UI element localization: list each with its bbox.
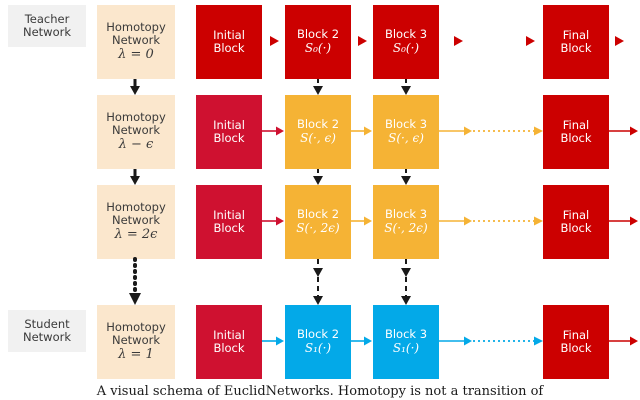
row3-block-3-label: Block 3 [384, 207, 428, 222]
row1-final-block[interactable]: Final Block [543, 5, 609, 79]
row1-final-line2: Block [560, 41, 592, 55]
row1-block-2-fn: S₀(·) [304, 41, 332, 56]
row3-block-2-fn: S(·, 2ϵ) [296, 221, 340, 236]
row1-initial-line2: Block [213, 41, 245, 55]
homotopy-node-3-line1: Homotopy [106, 200, 166, 215]
row4-arrow-output [609, 334, 640, 348]
row4-arrow-block2-block3 [351, 334, 373, 348]
row3-initial-line1: Initial [213, 208, 245, 223]
row2-block-2-fn: S(·, ϵ) [300, 131, 336, 146]
row2-arrow-block2-block3 [351, 124, 373, 138]
homotopy-node-4-lambda: λ = 1 [118, 347, 154, 363]
row3-initial-block[interactable]: Initial Block [196, 185, 262, 259]
homotopy-arrow-3-4 [120, 257, 150, 305]
row3-block-2[interactable]: Block 2 S(·, 2ϵ) [285, 185, 351, 259]
row4-initial-line1: Initial [213, 328, 245, 343]
homotopy-node-1-line1: Homotopy [106, 20, 166, 35]
homotopy-node-2-line2: Network [111, 123, 161, 138]
distill-arrow-block3-r2-r3 [392, 169, 420, 185]
homotopy-node-1-lambda: λ = 0 [118, 47, 154, 63]
row2-arrow-block3-final [439, 124, 544, 138]
group-label-student: Student Network [8, 310, 86, 352]
row3-arrow-block3-final [439, 214, 544, 228]
row4-arrow-initial-block2 [262, 334, 285, 348]
row2-arrow-initial-block2 [262, 124, 285, 138]
homotopy-node-3-lambda: λ = 2ϵ [114, 227, 158, 243]
homotopy-node-3-line2: Network [111, 213, 161, 228]
distill-arrow-block2-r3-r4 [304, 259, 332, 305]
distill-arrow-block2-r2-r3 [304, 169, 332, 185]
row1-initial-line1: Initial [213, 28, 245, 43]
homotopy-node-2-lambda: λ − ϵ [118, 137, 154, 153]
row2-block-2[interactable]: Block 2 S(·, ϵ) [285, 95, 351, 169]
row4-arrow-block3-final [439, 334, 544, 348]
homotopy-node-3[interactable]: Homotopy Network λ = 2ϵ [97, 185, 175, 259]
row3-final-line2: Block [560, 221, 592, 235]
homotopy-node-2-line1: Homotopy [106, 110, 166, 125]
row4-initial-line2: Block [213, 341, 245, 355]
homotopy-node-2[interactable]: Homotopy Network λ − ϵ [97, 95, 175, 169]
row1-arrow-initial-block2 [262, 34, 285, 48]
row1-arrow-gap-final [524, 34, 540, 48]
row2-initial-block[interactable]: Initial Block [196, 95, 262, 169]
row2-block-3-label: Block 3 [384, 117, 428, 132]
row2-final-line2: Block [560, 131, 592, 145]
row2-block-3-fn: S(·, ϵ) [388, 131, 424, 146]
row4-block-2-label: Block 2 [296, 327, 340, 342]
row3-final-block[interactable]: Final Block [543, 185, 609, 259]
row3-block-3[interactable]: Block 3 S(·, 2ϵ) [373, 185, 439, 259]
row1-arrow-output [612, 34, 630, 48]
row1-arrow-block2-block3 [351, 34, 373, 48]
row1-block-2[interactable]: Block 2 S₀(·) [285, 5, 351, 79]
row4-block-2-fn: S₁(·) [304, 341, 332, 356]
row2-block-2-label: Block 2 [296, 117, 340, 132]
group-label-student-line2: Network [22, 330, 72, 344]
row2-initial-line1: Initial [213, 118, 245, 133]
row2-final-line1: Final [562, 118, 590, 133]
group-label-teacher: Teacher Network [8, 5, 86, 47]
row3-block-2-label: Block 2 [296, 207, 340, 222]
row1-block-3-label: Block 3 [384, 27, 428, 42]
row3-arrow-block2-block3 [351, 214, 373, 228]
homotopy-node-1-line2: Network [111, 33, 161, 48]
row2-block-3[interactable]: Block 3 S(·, ϵ) [373, 95, 439, 169]
figure-caption: A visual schema of EuclidNetworks. Homot… [96, 384, 544, 399]
homotopy-node-4-line2: Network [111, 333, 161, 348]
group-label-teacher-line1: Teacher [24, 12, 70, 27]
row1-final-line1: Final [562, 28, 590, 43]
group-label-student-line1: Student [24, 317, 70, 332]
row1-block-3[interactable]: Block 3 S₀(·) [373, 5, 439, 79]
homotopy-arrow-1-2 [120, 79, 150, 95]
row4-initial-block[interactable]: Initial Block [196, 305, 262, 379]
row4-final-line2: Block [560, 341, 592, 355]
distill-arrow-block3-r1-r2 [392, 79, 420, 95]
row4-block-3[interactable]: Block 3 S₁(·) [373, 305, 439, 379]
homotopy-node-1[interactable]: Homotopy Network λ = 0 [97, 5, 175, 79]
row1-block-3-fn: S₀(·) [392, 41, 420, 56]
homotopy-node-4-line1: Homotopy [106, 320, 166, 335]
row4-final-block[interactable]: Final Block [543, 305, 609, 379]
row4-final-line1: Final [562, 328, 590, 343]
distill-arrow-block2-r1-r2 [304, 79, 332, 95]
row4-block-3-fn: S₁(·) [392, 341, 420, 356]
row3-arrow-initial-block2 [262, 214, 285, 228]
row1-arrow-block3-gap [452, 34, 468, 48]
row3-final-line1: Final [562, 208, 590, 223]
homotopy-node-4[interactable]: Homotopy Network λ = 1 [97, 305, 175, 379]
row2-initial-line2: Block [213, 131, 245, 145]
row3-initial-line2: Block [213, 221, 245, 235]
row2-arrow-output [609, 124, 640, 138]
row1-initial-block[interactable]: Initial Block [196, 5, 262, 79]
row2-final-block[interactable]: Final Block [543, 95, 609, 169]
row3-block-3-fn: S(·, 2ϵ) [384, 221, 428, 236]
group-label-teacher-line2: Network [22, 25, 72, 39]
homotopy-arrow-2-3 [120, 169, 150, 185]
distill-arrow-block3-r3-r4 [392, 259, 420, 305]
row4-block-3-label: Block 3 [384, 327, 428, 342]
row3-arrow-output [609, 214, 640, 228]
row4-block-2[interactable]: Block 2 S₁(·) [285, 305, 351, 379]
row1-block-2-label: Block 2 [296, 27, 340, 42]
